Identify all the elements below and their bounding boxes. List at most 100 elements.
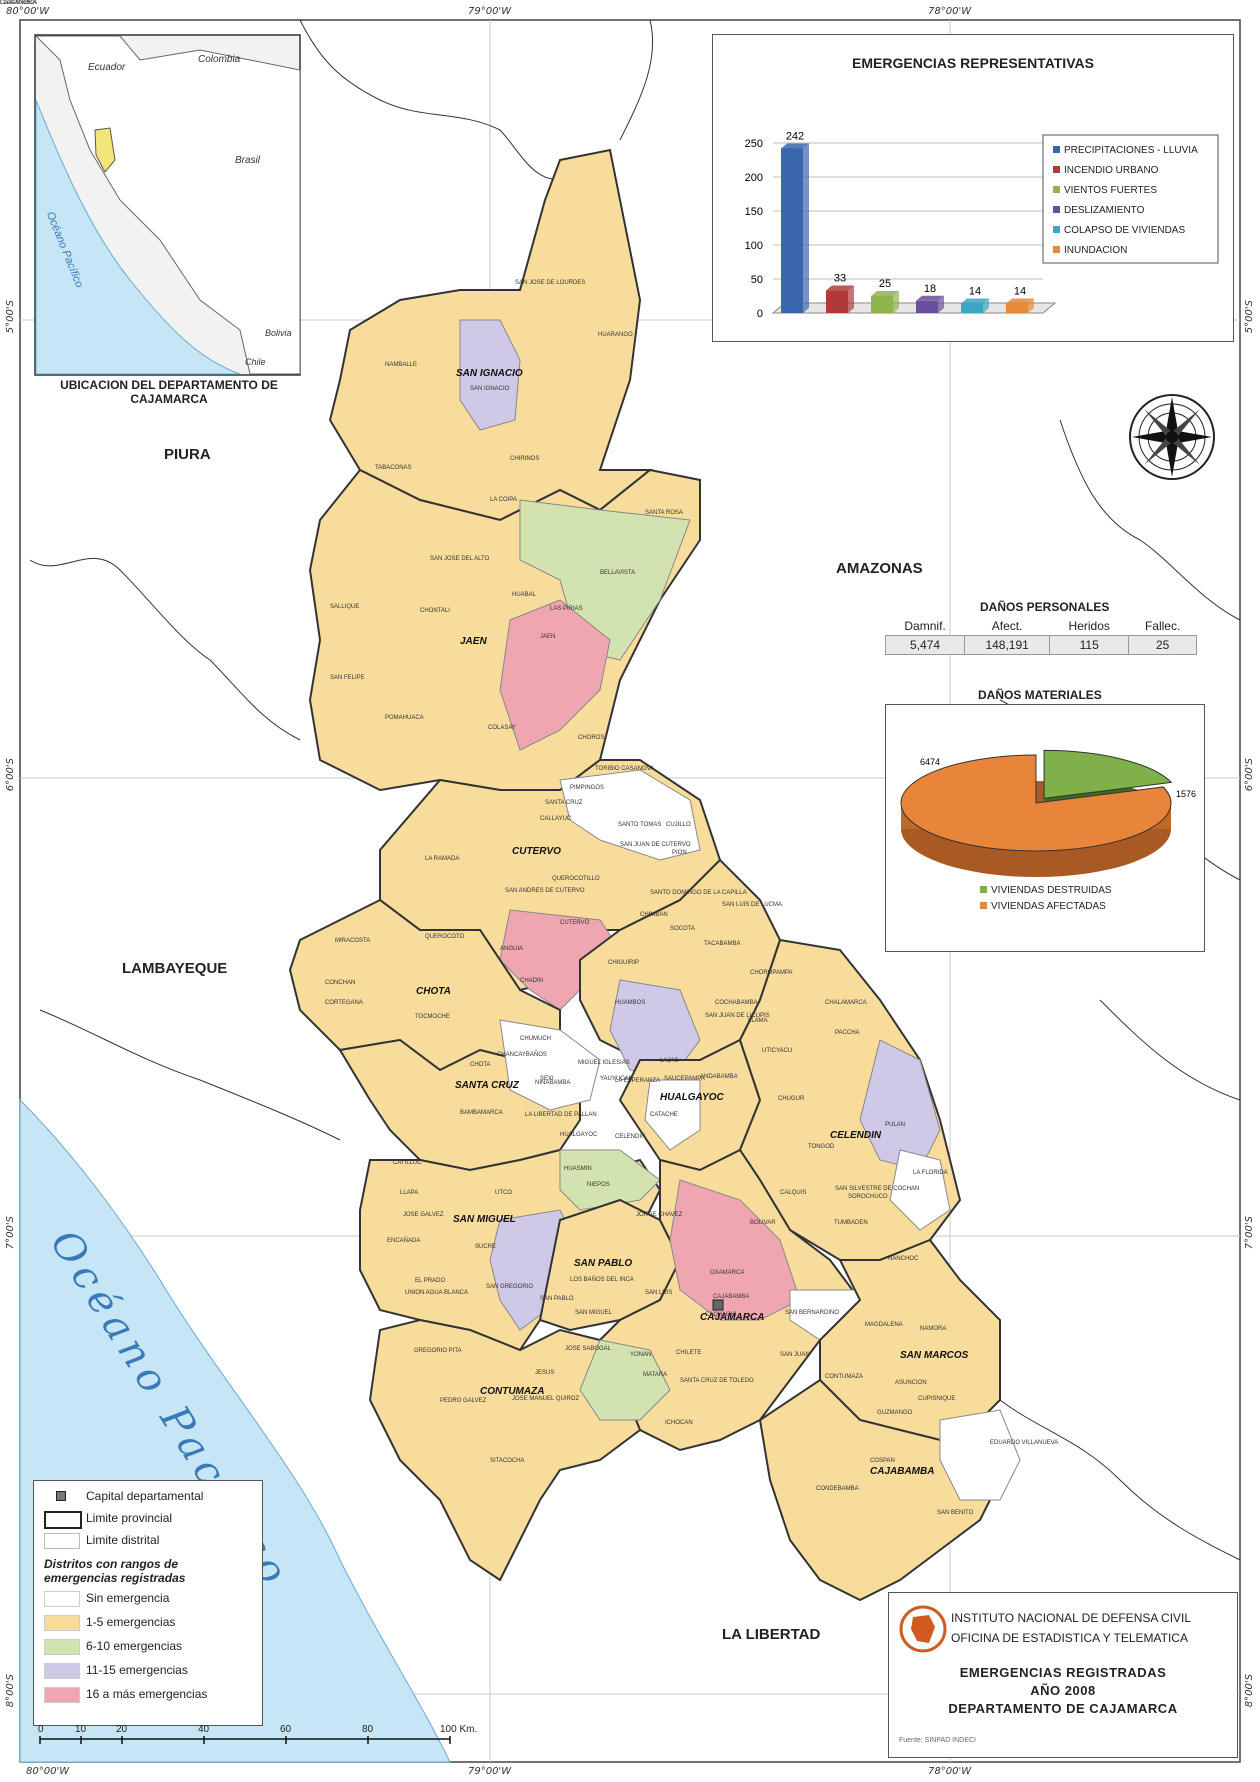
pie-value-label: 6474 xyxy=(920,757,940,767)
department-cajamarca xyxy=(288,148,1021,1602)
district-label: SANTO TOMAS xyxy=(618,822,662,828)
district-label: SAN LUIS DE LUCMA xyxy=(722,902,783,908)
district-label: TOCMOCHE xyxy=(415,1014,450,1020)
district-label: CUTERVO xyxy=(560,920,590,926)
coord-left-2: 6°00'S xyxy=(5,758,16,792)
district-label: GUZMANGO xyxy=(877,1410,913,1416)
district-label: BAMBAMARCA xyxy=(460,1110,503,1116)
district-label: TUMBADEN xyxy=(834,1220,868,1226)
province-label: SAN PABLO xyxy=(574,1258,633,1269)
legend-label: COLAPSO DE VIVIENDAS xyxy=(1064,225,1186,236)
district-label: PULAN xyxy=(885,1122,906,1128)
district-label: SAN ANDRES DE CUTERVO xyxy=(505,888,585,894)
district-label: HUASMIN xyxy=(564,1166,592,1172)
danos-personales-table: Damnif. Afect. Heridos Fallec. 5,474 148… xyxy=(884,617,1197,655)
legend-provincial-label: Limite provincial xyxy=(86,1511,173,1525)
district-label: SAN LUIS xyxy=(645,1290,673,1296)
district-hualgayoc[interactable] xyxy=(644,1079,701,1151)
chart-title: EMERGENCIAS REPRESENTATIVAS xyxy=(852,55,1094,71)
legend-item: COLAPSO DE VIVIENDAS xyxy=(1053,225,1185,236)
y-tick-label: 50 xyxy=(751,274,763,286)
title-line-1: EMERGENCIAS REGISTRADAS xyxy=(959,1665,1167,1680)
province-cajabamba[interactable] xyxy=(758,1378,1002,1602)
bar xyxy=(916,300,938,313)
y-tick-label: 100 xyxy=(745,240,763,252)
district-label: SITACOCHA xyxy=(490,1458,525,1464)
district-label: JESUS xyxy=(535,1370,555,1376)
legend-swatch xyxy=(980,886,987,893)
district-label: SEXI xyxy=(540,1076,554,1082)
legend-class-label: 16 a más emergencias xyxy=(86,1687,208,1701)
bar xyxy=(1006,303,1028,313)
district-label: SUCRE xyxy=(475,1244,497,1250)
district-label: UNION AGUA BLANCA xyxy=(405,1290,469,1296)
province-contumaza[interactable] xyxy=(368,1318,642,1582)
district-label: QUEROCOTILLO xyxy=(552,876,600,882)
district-los-banos-del-inca[interactable] xyxy=(669,1179,801,1321)
bar xyxy=(871,296,893,313)
district-label: COCHABAMBA xyxy=(715,1000,758,1006)
district-unaffected-cutervo[interactable] xyxy=(559,769,701,861)
coord-top-1: 80°00'W xyxy=(6,6,50,17)
scale-label: 20 xyxy=(116,1724,128,1735)
bar xyxy=(781,148,803,313)
province-label: CHOTA xyxy=(416,986,451,997)
district-label: NAMORA xyxy=(920,1326,947,1332)
legend-capital-label: Capital departamental xyxy=(86,1489,204,1503)
province-label: SAN IGNACIO xyxy=(456,368,523,379)
district-jaen[interactable] xyxy=(499,599,611,751)
y-tick-label: 250 xyxy=(745,138,763,150)
coord-top-2: 79°00'W xyxy=(468,6,512,17)
district-label: LLACANORA xyxy=(0,0,37,6)
district-label: CACHACHI xyxy=(705,1312,737,1318)
table-header-row: Damnif. Afect. Heridos Fallec. xyxy=(886,617,1197,636)
district-label: SAN JUAN DE LICUPIS xyxy=(705,1013,770,1019)
district-label: CHADIN xyxy=(520,978,544,984)
coord-right-4: 8°00'S xyxy=(1244,1674,1255,1708)
district-cutervo[interactable] xyxy=(499,909,621,1011)
coord-right-3: 7°00'S xyxy=(1244,1216,1255,1250)
label-piura: PIURA xyxy=(164,446,211,463)
district-label: ANGUIA xyxy=(500,946,524,952)
province-label: SANTA CRUZ xyxy=(455,1080,519,1091)
district-utco[interactable] xyxy=(889,1149,951,1231)
label-lambayeque: LAMBAYEQUE xyxy=(122,960,228,977)
district-label: LAS PIRIAS xyxy=(550,606,583,612)
bar-value-label: 14 xyxy=(1014,285,1026,297)
district-label: CORTEGANA xyxy=(325,1000,363,1006)
table-cell: 115 xyxy=(1049,635,1130,655)
legend-swatch xyxy=(1053,166,1060,173)
district-label: TACABAMBA xyxy=(704,941,741,947)
district-unaffected-santa-cruz[interactable] xyxy=(499,1019,601,1111)
district-label: NANCHOC xyxy=(888,1256,919,1262)
district-llapa[interactable] xyxy=(559,1149,661,1211)
district-label: CALQUIS xyxy=(780,1190,807,1196)
district-label: CHUGUR xyxy=(778,1096,805,1102)
pie-value-label: 1576 xyxy=(1176,789,1196,799)
bar-top xyxy=(916,295,944,301)
district-san-ignacio[interactable] xyxy=(459,319,521,431)
table-cell: 148,191 xyxy=(964,635,1051,655)
province-label: CAJABAMBA xyxy=(870,1466,935,1477)
bar-top xyxy=(961,298,989,304)
district-label: SAN JUAN xyxy=(780,1352,810,1358)
district-contumaza[interactable] xyxy=(579,1339,671,1421)
bar-top xyxy=(871,291,899,296)
capital-symbol xyxy=(712,1299,724,1311)
legend-distrital-label: Limite distrital xyxy=(86,1533,160,1547)
province-label: SAN MIGUEL xyxy=(453,1214,516,1225)
legend-class-swatch xyxy=(44,1687,80,1703)
district-label: LOS BAÑOS DEL INCA xyxy=(570,1277,634,1283)
inset-map xyxy=(34,34,301,376)
district-bellavista[interactable] xyxy=(519,499,691,661)
legend-swatch xyxy=(980,902,987,909)
district-label: QUEROCOTO xyxy=(425,934,465,940)
province-label: CELENDIN xyxy=(830,1130,882,1141)
district-sitacocha[interactable] xyxy=(939,1409,1021,1501)
district-label: CHONTALI xyxy=(420,608,450,614)
coord-bottom-1: 80°00'W xyxy=(26,1766,70,1777)
district-label: SANTA CRUZ DE TOLEDO xyxy=(680,1378,754,1384)
district-label: ANDABAMBA xyxy=(700,1074,738,1080)
legend-class-label: Sin emergencia xyxy=(86,1591,170,1605)
